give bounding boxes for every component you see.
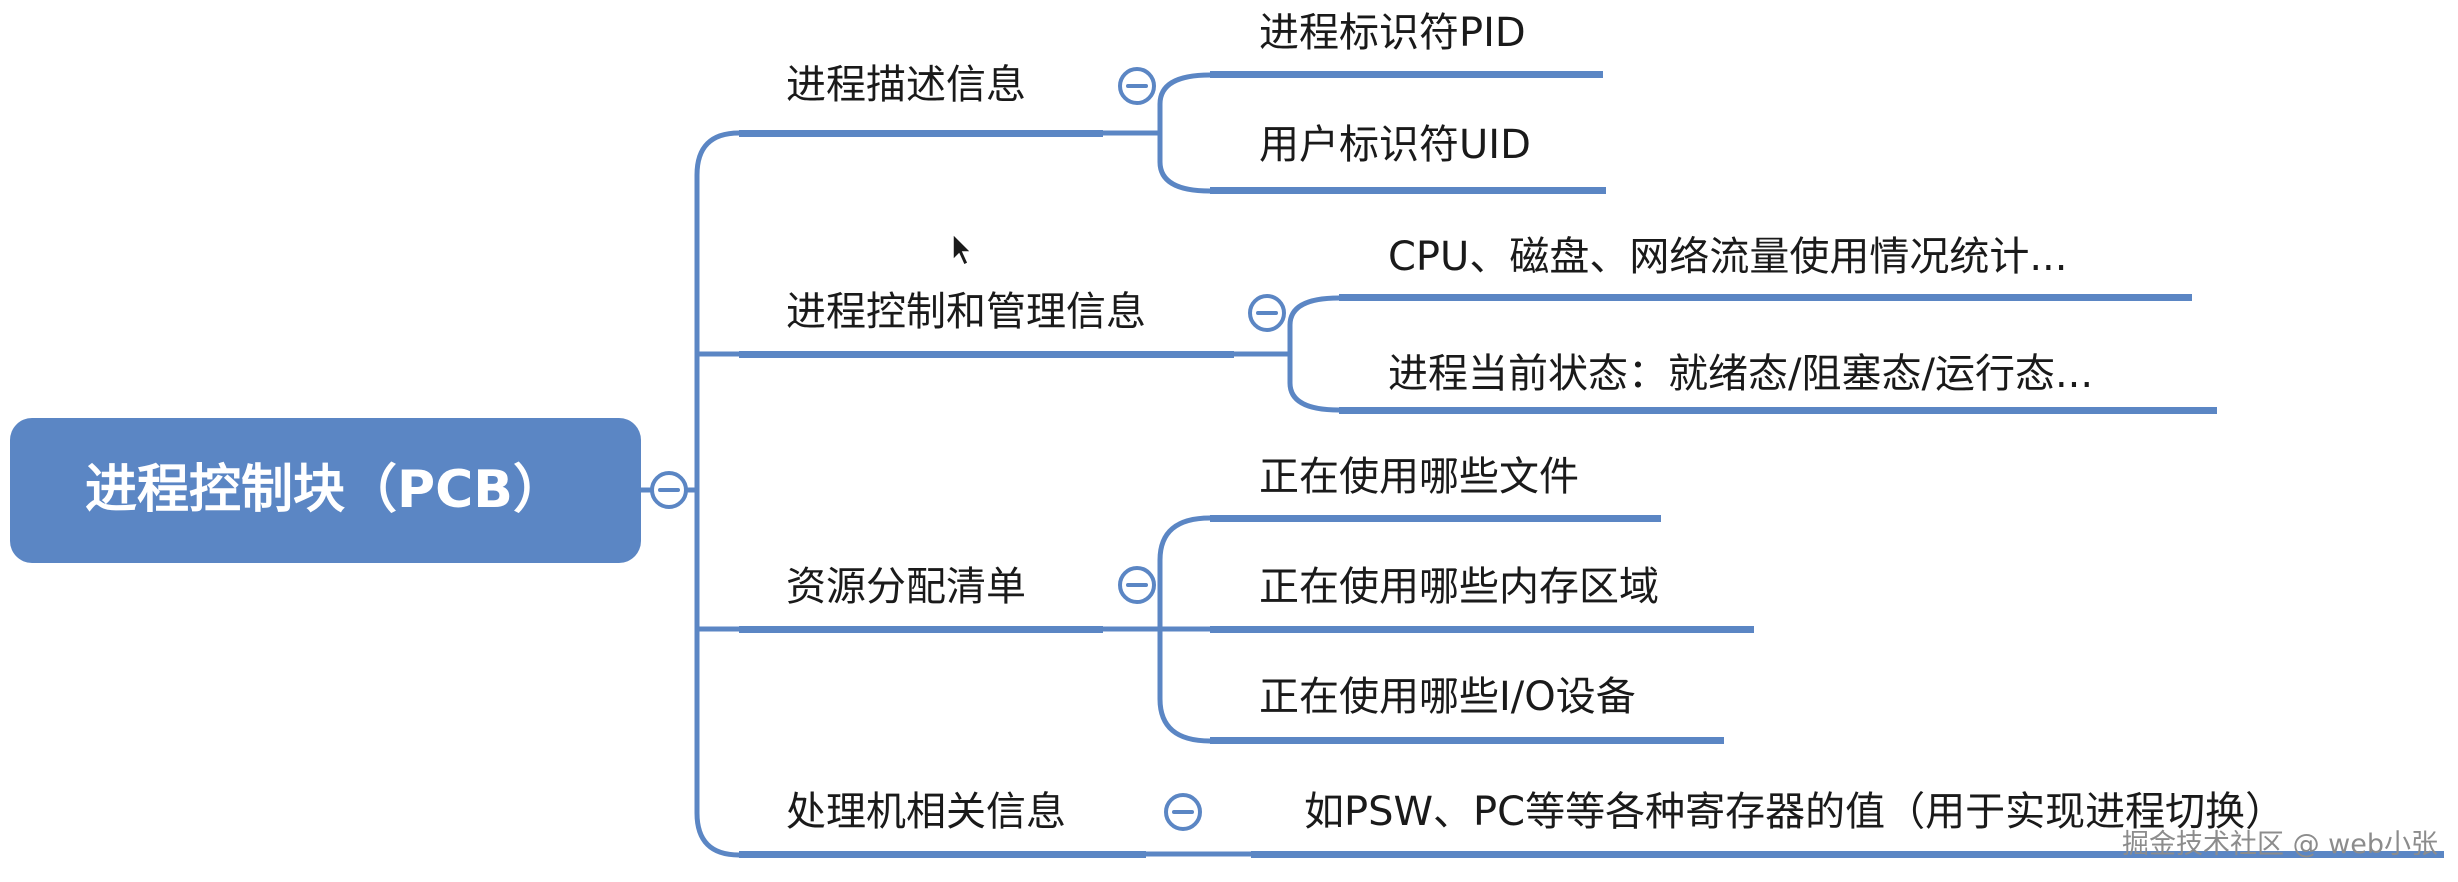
child-node-registers[interactable]: 如PSW、PC等等各种寄存器的值（用于实现进程切换） <box>1251 789 2444 858</box>
child-label: 正在使用哪些I/O设备 <box>1259 674 1636 720</box>
child-underline <box>1339 407 2217 414</box>
root-collapse-toggle[interactable] <box>650 471 688 509</box>
branch-process-control: 进程控制和管理信息 CPU、磁盘、网络流量使用情况统计... 进程当前状态：就绪… <box>739 234 2217 414</box>
child-underline <box>1210 515 1661 522</box>
child-label: 如PSW、PC等等各种寄存器的值（用于实现进程切换） <box>1304 789 2285 835</box>
branch-label[interactable]: 资源分配清单 <box>786 564 1026 610</box>
child-underline <box>1210 71 1603 78</box>
child-underline <box>1210 187 1606 194</box>
branch-underline <box>739 626 1103 633</box>
child-label: 正在使用哪些文件 <box>1259 454 1579 500</box>
watermark: 掘金技术社区 @ web小张 <box>2122 829 2438 860</box>
branch-label[interactable]: 处理机相关信息 <box>786 789 1066 835</box>
branch-process-description: 进程描述信息 进程标识符PID 用户标识符UID <box>739 10 1606 194</box>
branch-underline <box>739 851 1146 858</box>
root-node-label: 进程控制块（PCB） <box>85 460 565 520</box>
child-node-io-devices[interactable]: 正在使用哪些I/O设备 <box>1210 674 1724 744</box>
child-underline <box>1210 737 1724 744</box>
child-label: 正在使用哪些内存区域 <box>1259 564 1659 610</box>
branch-collapse-toggle[interactable] <box>1118 67 1156 105</box>
child-label: 进程当前状态：就绪态/阻塞态/运行态... <box>1388 351 2093 397</box>
child-label: CPU、磁盘、网络流量使用情况统计... <box>1388 234 2067 280</box>
child-label: 用户标识符UID <box>1259 122 1531 168</box>
branch-collapse-toggle[interactable] <box>1118 566 1156 604</box>
child-underline <box>1339 294 2192 301</box>
root-trunk-line <box>694 130 740 858</box>
child-node-files[interactable]: 正在使用哪些文件 <box>1210 454 1661 522</box>
branch-label[interactable]: 进程控制和管理信息 <box>786 289 1146 335</box>
branch-label[interactable]: 进程描述信息 <box>786 62 1026 108</box>
root-node-box <box>10 418 641 563</box>
child-underline <box>1251 851 2444 858</box>
branch-collapse-toggle[interactable] <box>1164 793 1202 831</box>
child-node-uid[interactable]: 用户标识符UID <box>1210 122 1606 194</box>
child-node-current-state[interactable]: 进程当前状态：就绪态/阻塞态/运行态... <box>1339 351 2217 414</box>
children-connector <box>1157 72 1211 194</box>
child-node-memory[interactable]: 正在使用哪些内存区域 <box>1210 564 1754 633</box>
branch-collapse-toggle[interactable] <box>1248 294 1286 332</box>
branch-resource-allocation: 资源分配清单 正在使用哪些文件 正在使用哪些内存区域 正在使用哪些I/O设备 <box>739 454 1754 744</box>
child-underline <box>1210 626 1754 633</box>
branch-processor-info: 处理机相关信息 如PSW、PC等等各种寄存器的值（用于实现进程切换） <box>739 789 2444 858</box>
root-node[interactable]: 进程控制块（PCB） <box>10 418 641 563</box>
branch-underline <box>739 130 1103 137</box>
children-connector <box>1287 295 1340 413</box>
child-node-pid[interactable]: 进程标识符PID <box>1210 10 1603 78</box>
branch-underline <box>739 351 1234 358</box>
child-label: 进程标识符PID <box>1259 10 1526 56</box>
child-node-resource-usage[interactable]: CPU、磁盘、网络流量使用情况统计... <box>1339 234 2192 301</box>
mouse-cursor-icon <box>952 232 973 267</box>
